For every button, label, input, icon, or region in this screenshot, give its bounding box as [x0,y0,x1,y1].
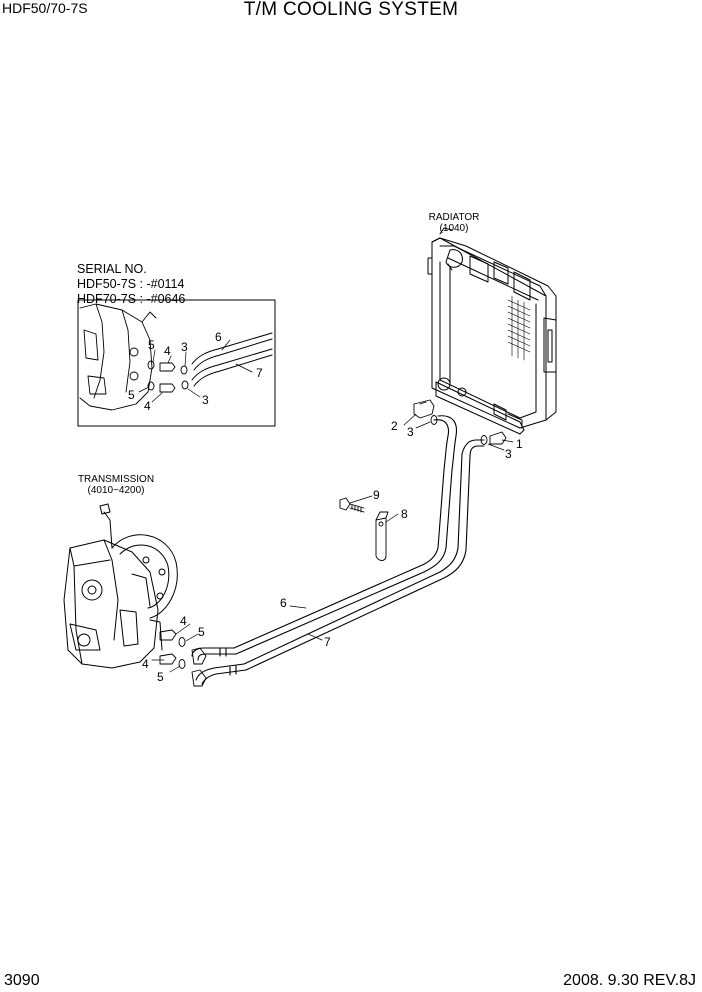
callout-5-upper: 5 [198,625,205,639]
hose-7 [195,439,485,685]
transmission-fittings [159,629,186,669]
serial-note-heading: SERIAL NO. [77,262,147,276]
inset-callout-4b: 4 [144,399,151,413]
inset-diagram: 6 5 4 3 7 5 4 3 [77,299,276,427]
inset-callout-4: 4 [164,344,171,358]
transmission-name: TRANSMISSION [77,474,155,485]
page-title: T/M COOLING SYSTEM [243,0,459,20]
inset-callouts [138,339,253,403]
inset-hoses [191,332,273,387]
callout-3-radiator-right: 3 [505,447,512,461]
radiator-label: RADIATOR (1040) [418,212,490,234]
inset-callout-6: 6 [215,330,222,344]
inset-transmission-drawing [79,303,157,411]
callout-3-radiator-left: 3 [407,425,414,439]
serial-note-hdf50: HDF50-7S : -#0114 [77,277,185,291]
inset-callout-3b: 3 [202,393,209,407]
inset-callout-3: 3 [181,340,188,354]
clamp-bracket [339,497,389,561]
radiator-name: RADIATOR [428,212,480,223]
callout-6: 6 [280,596,287,610]
callout-7: 7 [324,635,331,649]
hose-end-fittings [191,647,207,687]
callout-4-upper: 4 [180,614,187,628]
callout-4-lower: 4 [142,657,149,671]
radiator-drawing [427,227,557,435]
inset-callout-5b: 5 [128,388,135,402]
inset-callout-7: 7 [256,366,263,380]
transmission-ref: (4010~4200) [87,485,145,496]
serial-note-hdf70: HDF70-7S : -#0646 [77,292,186,306]
radiator-ref: (1040) [439,223,469,234]
transmission-label: TRANSMISSION (4010~4200) [70,474,162,496]
callout-8: 8 [401,507,408,521]
callout-9: 9 [373,488,380,502]
model-number: HDF50/70-7S [2,0,88,16]
inset-fittings [147,360,189,393]
callout-2: 2 [391,419,398,433]
inset-callout-5: 5 [148,338,155,352]
callout-1: 1 [516,437,523,451]
hose-6 [191,415,458,661]
inset-frame [77,299,276,427]
page-number: 3090 [4,972,40,989]
callout-leaders [151,413,514,673]
revision-date: 2008. 9.30 REV.8J [563,972,696,989]
transmission-drawing [63,503,178,669]
serial-note: SERIAL NO. HDF50-7S : -#0114 HDF70-7S : … [77,262,185,307]
callout-5-lower: 5 [157,670,164,684]
